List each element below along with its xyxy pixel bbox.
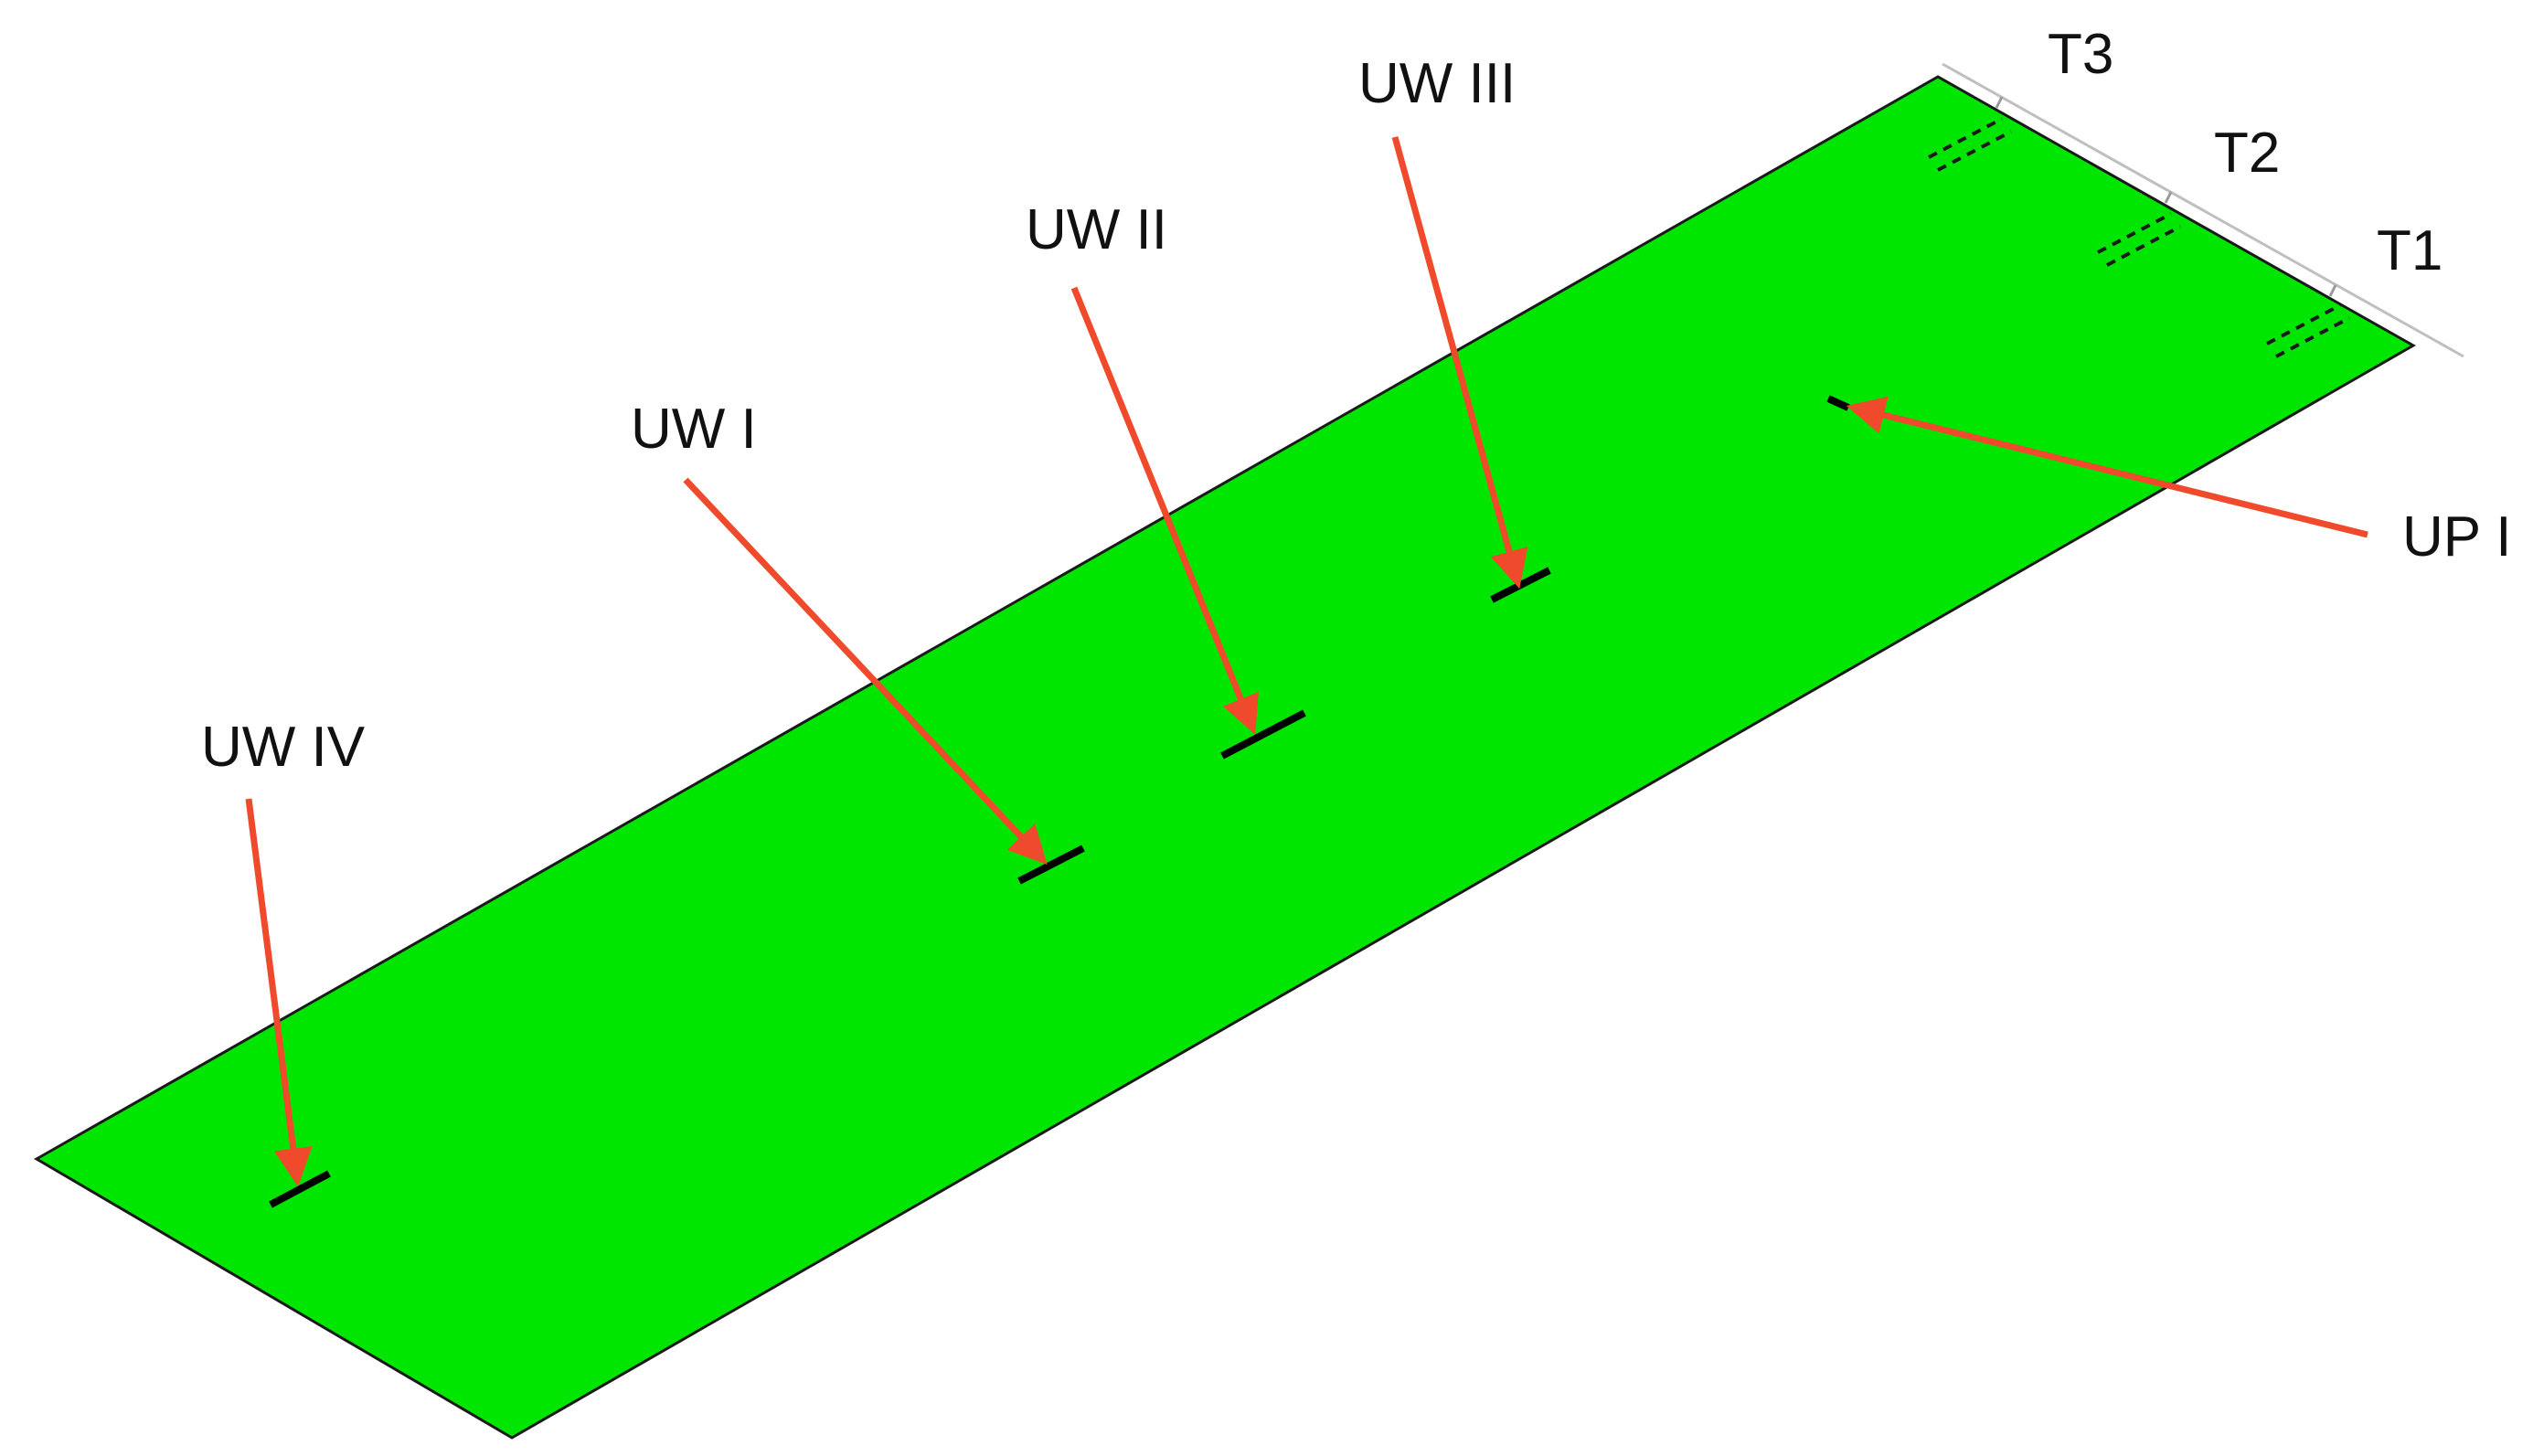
sensor-bar-uw4 <box>269 1170 331 1208</box>
label-uw1: UW I <box>631 398 757 461</box>
arrow-uw3 <box>1391 136 1528 590</box>
track-marker-t1 <box>2266 303 2350 358</box>
ruler-tick-t2 <box>2164 191 2173 204</box>
ruler-tick-t1 <box>2328 284 2337 297</box>
track-marker-t3 <box>1928 117 2012 172</box>
label-up1: UP I <box>2402 505 2511 569</box>
sensor-bar-uw1 <box>1017 845 1085 885</box>
sensor-bar-up1 <box>1826 395 1850 411</box>
sensor-bar-uw2 <box>1220 709 1306 760</box>
arrow-uw4 <box>245 798 313 1187</box>
ruler-tick-t3 <box>1995 96 2004 109</box>
arrow-uw1 <box>683 477 1048 866</box>
arrow-uw2 <box>1070 286 1259 735</box>
label-uw4: UW IV <box>201 716 366 779</box>
label-uw3: UW III <box>1358 52 1516 115</box>
label-uw2: UW II <box>1026 198 1167 261</box>
track-marker-t2 <box>2097 212 2181 267</box>
label-t2: T2 <box>2214 122 2280 185</box>
label-t1: T1 <box>2377 219 2443 282</box>
arrow-up1 <box>1846 396 2368 538</box>
edge-ruler-line <box>1942 62 2464 358</box>
label-t3: T3 <box>2048 23 2113 86</box>
